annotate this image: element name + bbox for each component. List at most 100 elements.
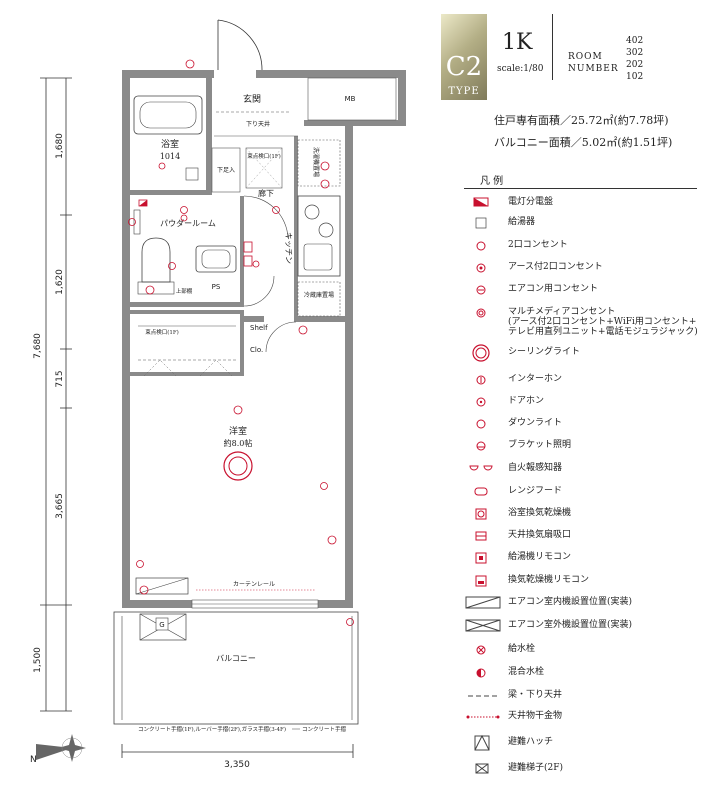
dryer-remote-icon [475,575,487,587]
earth-outlet-icon [476,263,486,273]
legend-item: 自火報感知器 [464,460,702,480]
escape-ladder-icon [475,763,489,774]
genkan-sub-label: 下り天井 [246,120,270,128]
legend-item: 避難ハッチ [464,734,702,754]
shelf-label: Shelf [250,324,268,332]
dim-1500: 1,500 [33,647,43,673]
area-line: 住戸専有面積／25.72㎡(約7.78坪) [494,114,669,127]
bath-size: 1014 [160,152,180,161]
kitchen-label: キッチン [284,232,293,264]
intercom-icon [476,375,486,385]
legend-item: 給湯機リモコン [464,549,702,569]
dim-1680: 1,680 [55,133,65,159]
multimedia-outlet-icon [476,308,486,318]
walls [122,70,406,608]
doorphone-icon [476,397,486,407]
legend-item: 混合水栓 [464,664,702,684]
legend-item: ブラケット照明 [464,437,702,457]
balcony: G [113,611,359,725]
type-code: C2 [445,52,483,82]
legend-item: 給水栓 [464,641,702,661]
scale-label: scale:1/80 [497,64,544,74]
clothes-hanger-icon [466,715,500,719]
dim-1620: 1,620 [55,269,65,295]
legend-item: 換気乾燥機リモコン [464,572,702,592]
bath-dryer-icon [475,508,487,520]
legend-item: 電灯分電盤 [464,194,702,214]
legend-item: 梁・下り天井 [464,687,702,707]
legend-item: 避難梯子(2F) [464,760,702,780]
bathtub [133,95,203,135]
dim-width: 3,350 [224,760,250,770]
balcony-area-line: バルコニー面積／5.02㎡(約1.51坪) [494,136,673,149]
bracket-light-icon [476,441,486,451]
dim-3665: 3,665 [55,493,65,519]
legend-item: ダウンライト [464,415,702,435]
shoebox-label: 下足入 [217,167,235,174]
railing-note-1: コンクリート手摺(1F),ルーバー手摺(2F),ガラス手摺(3-4F) [138,725,286,733]
legend-item: ドアホン [464,393,702,413]
bath-label: 浴室 [161,138,179,150]
kitchen-counter [297,195,341,277]
western-size: 約8.0帖 [224,438,253,448]
kami-label: 上部棚 [176,287,193,295]
powder-label: パウダールーム [160,218,216,228]
legend-item: マルチメディアコンセント(アース付2口コンセント+WiFi用コンセント+テレビ用… [464,304,702,338]
ceiling-light-icon [472,344,490,362]
legend-item: シーリングライト [464,344,702,364]
legend-item: アース付2口コンセント [464,259,702,279]
room-number-202: 202 [626,60,644,70]
washbasin [195,245,237,273]
heater-remote-icon [475,552,487,564]
room-number-label-1: ROOM [568,52,603,62]
washer-label: 洗濯機置場 [312,147,320,177]
dimension-lines-left [40,77,72,712]
western-label: 洋室 [229,425,247,437]
aircon-indoor [135,577,189,595]
legend-title: 凡 例 [480,176,504,187]
legend-item: エアコン用コンセント [464,281,702,301]
fridge-label: 冷蔵庫置場 [304,291,334,299]
panel-board-icon [473,197,489,207]
washer-space [297,139,341,187]
legend-item: 給湯器 [464,214,702,234]
electrical-marks [128,59,354,626]
mb-box [307,77,397,121]
range-hood-icon [474,487,488,496]
legend-item: 天井換気扇吸口 [464,527,702,547]
downlight-icon [476,419,486,429]
legend-item: レンジフード [464,483,702,503]
room-number-label-2: NUMBER [568,64,619,74]
curtain-label: カーテンレール [233,581,275,588]
mixer-faucet-icon [476,668,486,678]
dim-715: 715 [55,370,65,387]
room-number-402: 402 [626,36,644,46]
railing-note-2: コンクリート手摺 [302,725,347,733]
water-heater-icon [475,217,487,229]
legend-item: インターホン [464,371,702,391]
ceiling-light [223,451,253,481]
toilet [141,237,171,283]
panel-marks [138,199,253,267]
corridor-label: 廊下 [258,188,274,198]
type-badge: C2 TYPE [441,14,487,100]
room-number-102: 102 [626,72,644,82]
type-word: TYPE [448,86,480,97]
balcony-label: バルコニー [216,654,256,663]
north-arrow-icon [36,734,86,762]
outlet-icon [476,241,486,251]
layout-label: 1K [502,30,533,55]
fridge-space [297,281,341,317]
storage-top-label: 束点検口(1F) [247,152,281,160]
ceiling-vent-icon [475,531,487,541]
dim-total: 7,680 [33,333,43,359]
ps-label: PS [212,283,221,291]
dimension-bottom [121,744,354,758]
genkan-label: 玄関 [243,93,261,105]
legend-rule [464,188,697,189]
beam-line-icon [468,695,498,697]
aircon-indoor-icon [465,596,501,609]
header-divider [552,14,553,80]
legend-item: エアコン室外機設置位置(実装) [464,617,702,637]
legend-item: 2口コンセント [464,237,702,257]
